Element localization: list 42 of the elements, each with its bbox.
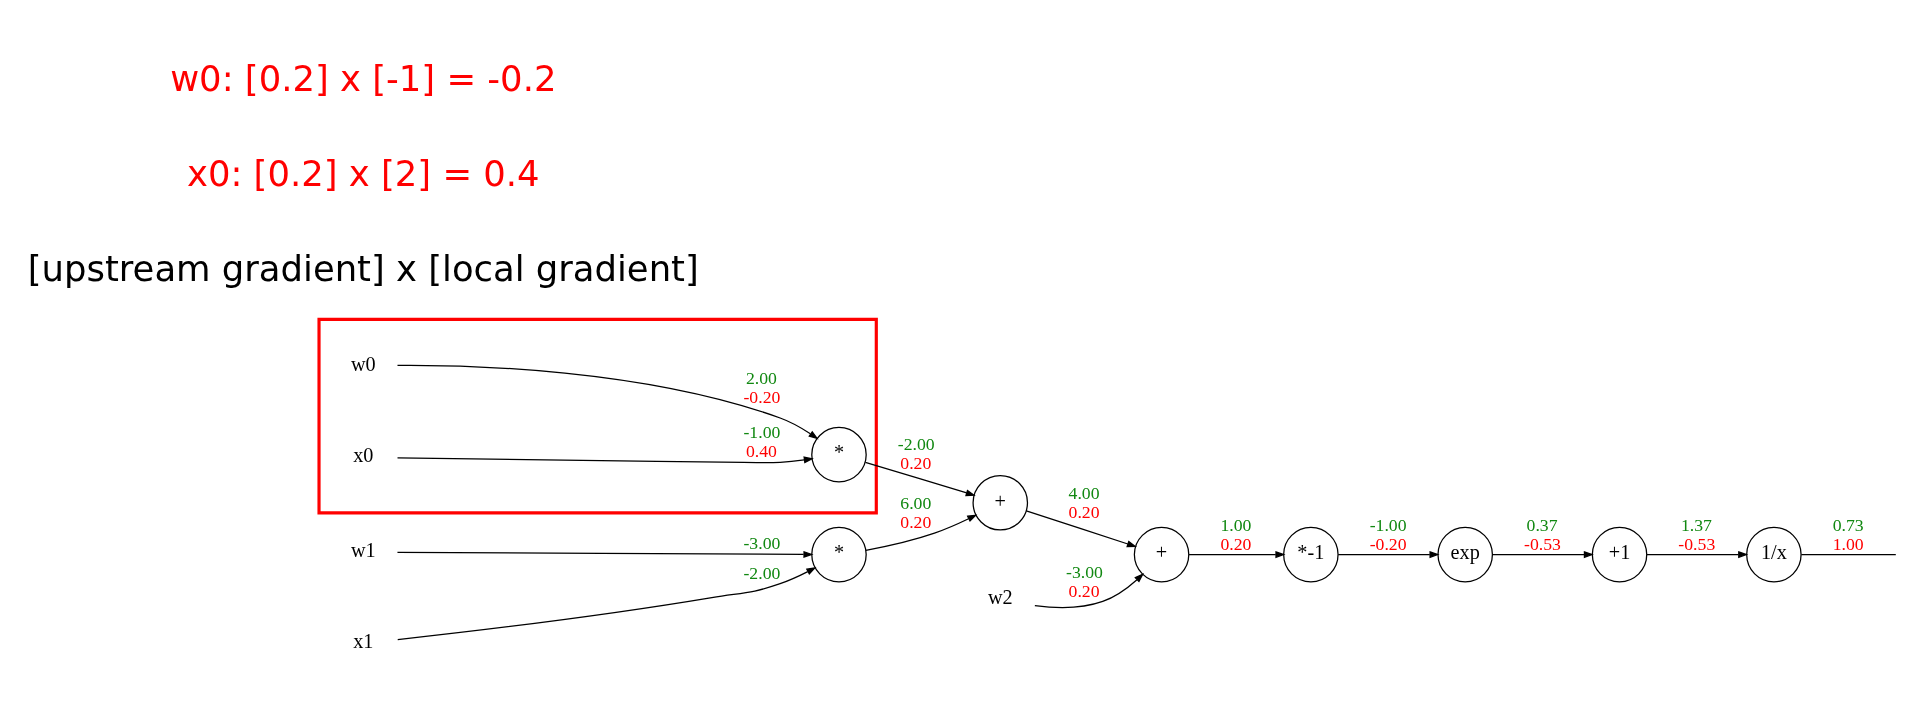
- node-circle: *: [810, 526, 867, 583]
- edge-label: 6.00 0.20: [899, 493, 931, 533]
- node-text: x0: [352, 444, 373, 467]
- node-text: x1: [352, 629, 373, 652]
- label: w0: [0.2] x [-1] = -0.2: [169, 58, 556, 100]
- arrow: [396, 567, 816, 641]
- edge-label: 2.00 -0.20: [742, 368, 780, 408]
- node-text: w1: [350, 538, 376, 561]
- arrow: [1033, 573, 1144, 609]
- arrow: [1187, 551, 1285, 559]
- node-circle: exp: [1436, 526, 1493, 583]
- edge-label: 0.73 1.00: [1832, 514, 1864, 554]
- edge-label: 4.00 0.20: [1068, 483, 1100, 523]
- node-text: w2: [987, 585, 1013, 608]
- arrow: [1491, 551, 1594, 559]
- label: x0: [0.2] x [2] = 0.4: [186, 153, 540, 195]
- arrow: [396, 364, 819, 440]
- edge-label: -1.00 -0.20: [1369, 514, 1407, 554]
- arrow: [396, 456, 814, 464]
- edge-label: -3.00: [742, 532, 780, 553]
- node-circle: *: [810, 426, 867, 483]
- label: [upstream gradient] x [local gradient]: [27, 248, 699, 290]
- edge-label: -2.00: [742, 562, 780, 583]
- edge-label: 1.37 -0.53: [1677, 514, 1715, 554]
- node-text: w0: [350, 352, 376, 375]
- connector: [1800, 553, 1896, 556]
- arrow: [864, 514, 977, 551]
- node-circle: +1: [1591, 526, 1647, 583]
- cluster: [316, 317, 878, 515]
- arrow: [396, 550, 814, 558]
- node-circle: 1/x: [1745, 526, 1802, 583]
- edge-label: -3.00 0.20: [1065, 561, 1103, 601]
- edge-label: 1.00 0.20: [1219, 514, 1251, 554]
- edge-label: -2.00 0.20: [897, 433, 935, 473]
- arrow: [1337, 551, 1440, 559]
- node-circle: *-1: [1282, 526, 1339, 583]
- arrow: [864, 461, 976, 497]
- arrow: [1645, 551, 1748, 559]
- node-circle: +: [971, 474, 1028, 531]
- edge-label: 0.37 -0.53: [1523, 514, 1561, 554]
- arrow: [1025, 510, 1137, 548]
- edge-label: -1.00 0.40: [742, 422, 780, 462]
